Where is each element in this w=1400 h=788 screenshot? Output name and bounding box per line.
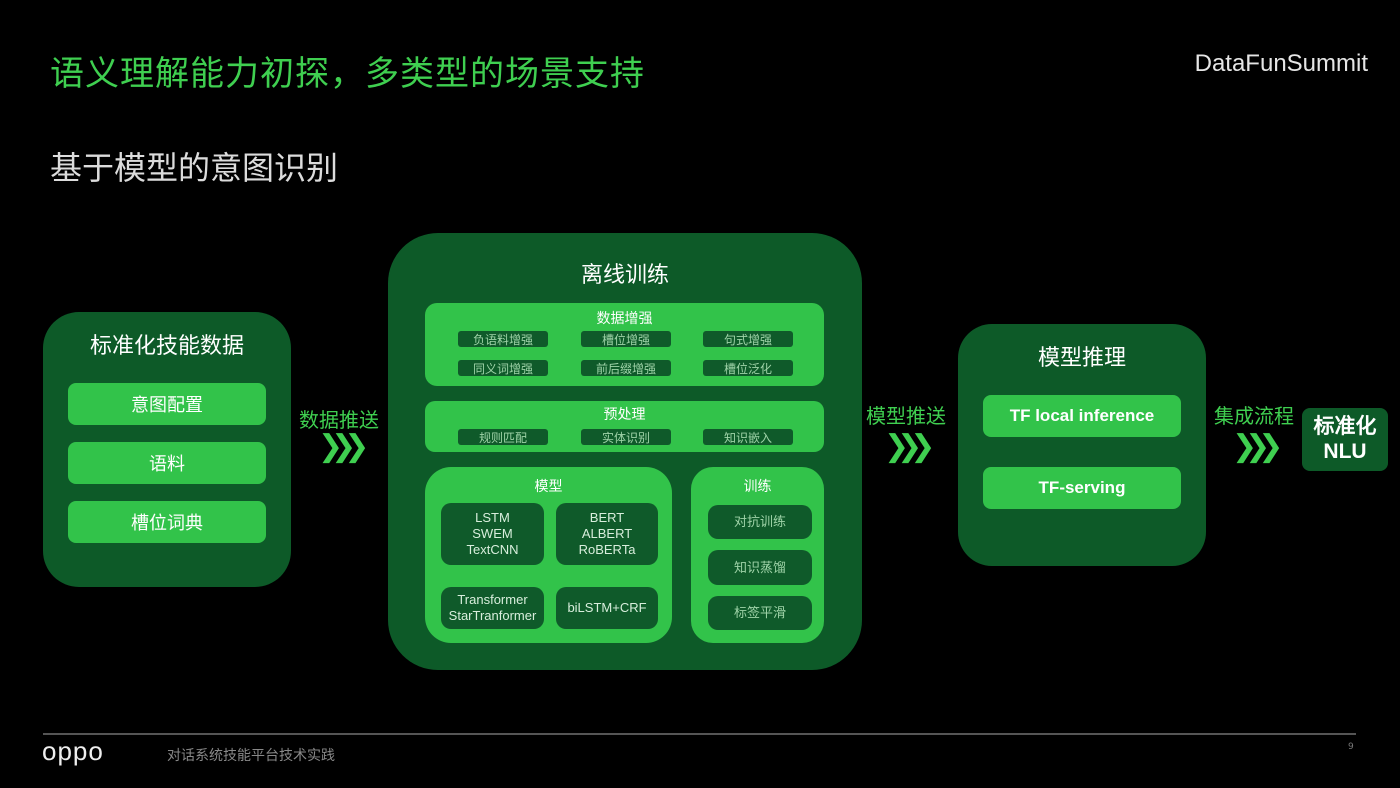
triple-chevron-right-icon: ❯❯❯ (318, 429, 370, 464)
data-push-label: 数据推送 (299, 408, 379, 432)
section-title: 模型 (534, 479, 563, 495)
data-augmentation-section: 数据增强 负语料增强 槽位增强 句式增强 同义词增强 前后缀增强 槽位泛化 (425, 303, 824, 386)
chip: 负语料增强 (458, 331, 548, 347)
footer-divider (43, 733, 1356, 735)
oppo-logo: oppo (42, 736, 104, 766)
training-chip: 对抗训练 (708, 505, 812, 539)
model-chip: Transformer StarTranformer (441, 587, 544, 629)
model-chip: biLSTM+CRF (556, 587, 658, 629)
model-inference-panel: 模型推理 TF local inference TF-serving (958, 324, 1206, 566)
section-title: 训练 (743, 479, 772, 495)
chip: 知识嵌入 (703, 429, 793, 445)
model-push-label: 模型推送 (866, 404, 946, 428)
chip: 同义词增强 (458, 360, 548, 376)
triple-chevron-right-icon: ❯❯❯ (1232, 429, 1284, 464)
panel-title: 模型推理 (1037, 346, 1126, 371)
intent-config-box: 意图配置 (68, 383, 266, 425)
nlu-line1: 标准化 (1313, 414, 1377, 438)
slide-subtitle: 基于模型的意图识别 (50, 149, 339, 187)
tf-serving-box: TF-serving (983, 467, 1181, 509)
panel-title: 标准化技能数据 (89, 334, 244, 359)
corpus-box: 语料 (68, 442, 266, 484)
slide-title: 语义理解能力初探，多类型的场景支持 (50, 54, 645, 94)
section-title: 数据增强 (596, 311, 653, 327)
triple-chevron-right-icon: ❯❯❯ (884, 429, 936, 464)
model-section: 模型 LSTM SWEM TextCNN BERT ALBERT RoBERTa… (425, 467, 672, 643)
brand-logo: DataFunSummit (1194, 50, 1368, 77)
standard-skill-data-panel: 标准化技能数据 意图配置 语料 槽位词典 (43, 312, 291, 587)
model-chip: BERT ALBERT RoBERTa (556, 503, 658, 565)
preprocessing-section: 预处理 规则匹配 实体识别 知识嵌入 (425, 401, 824, 452)
chip: 槽位泛化 (703, 360, 793, 376)
training-section: 训练 对抗训练 知识蒸馏 标签平滑 (691, 467, 824, 643)
slot-dictionary-box: 槽位词典 (68, 501, 266, 543)
chip: 规则匹配 (458, 429, 548, 445)
offline-training-panel: 离线训练 数据增强 负语料增强 槽位增强 句式增强 同义词增强 前后缀增强 槽位… (388, 233, 862, 670)
model-chip: LSTM SWEM TextCNN (441, 503, 544, 565)
training-chip: 标签平滑 (708, 596, 812, 630)
training-chip: 知识蒸馏 (708, 550, 812, 585)
nlu-line2: NLU (1323, 440, 1367, 463)
tf-local-inference-box: TF local inference (983, 395, 1181, 437)
page-number: 9 (1348, 742, 1354, 752)
chip: 前后缀增强 (581, 360, 671, 376)
integration-label: 集成流程 (1214, 404, 1294, 428)
panel-title: 离线训练 (580, 263, 669, 288)
footer-text: 对话系统技能平台技术实践 (167, 748, 335, 764)
chip: 句式增强 (703, 331, 793, 347)
chip: 实体识别 (581, 429, 671, 445)
standard-nlu-box: 标准化 NLU (1302, 408, 1388, 471)
section-title: 预处理 (603, 407, 646, 423)
chip: 槽位增强 (581, 331, 671, 347)
